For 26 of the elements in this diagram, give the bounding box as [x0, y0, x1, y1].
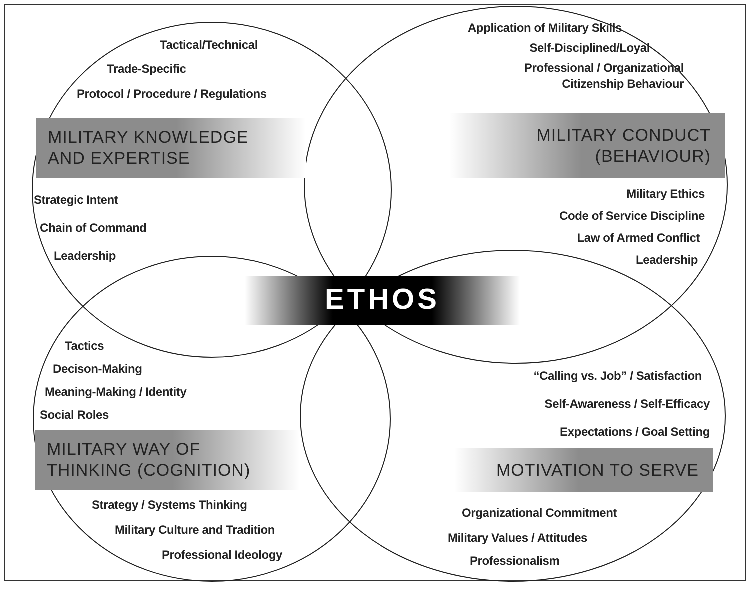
topic-label: Strategic Intent — [34, 192, 118, 208]
topic-label: Trade-Specific — [107, 61, 186, 77]
topic-label: Law of Armed Conflict — [577, 230, 700, 246]
topic-label: Tactical/Technical — [160, 37, 258, 53]
topic-label: Social Roles — [40, 407, 109, 423]
topic-label: Military Culture and Tradition — [115, 522, 276, 538]
topic-label: Self-Disciplined/Loyal — [530, 40, 650, 56]
category-banner: MILITARY KNOWLEDGE AND EXPERTISE — [36, 118, 306, 178]
topic-label: Leadership — [636, 252, 698, 268]
topic-label: Chain of Command — [40, 220, 147, 236]
topic-label: Expectations / Goal Setting — [560, 424, 710, 440]
topic-label: Professionalism — [470, 553, 560, 569]
topic-label: Decison-Making — [53, 361, 142, 377]
topic-label: Professional Ideology — [162, 547, 282, 563]
topic-label: Tactics — [65, 338, 104, 354]
ethos-banner: ETHOS — [245, 276, 520, 325]
topic-label: Organizational Commitment — [462, 505, 618, 521]
topic-label: Military Values / Attitudes — [448, 530, 588, 546]
topic-label: Protocol / Procedure / Regulations — [77, 86, 267, 102]
topic-label: Leadership — [54, 248, 116, 264]
topic-label: Military Ethics — [626, 186, 705, 202]
topic-label: Code of Service Discipline — [559, 208, 705, 224]
topic-label: Strategy / Systems Thinking — [92, 497, 248, 513]
topic-label: “Calling vs. Job” / Satisfaction — [534, 368, 702, 384]
topic-label: Self-Awareness / Self-Efficacy — [544, 396, 710, 412]
topic-label: Meaning-Making / Identity — [45, 384, 187, 400]
